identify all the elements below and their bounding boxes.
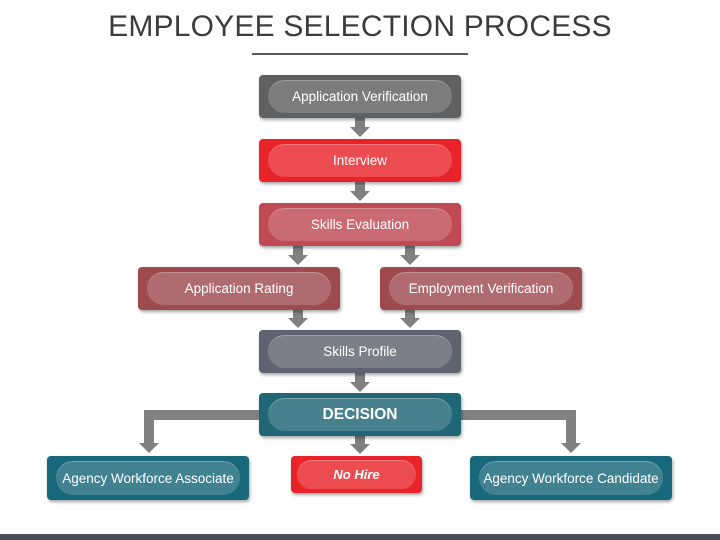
node-label: Skills Evaluation bbox=[310, 217, 410, 232]
node-label: Agency Workforce Associate bbox=[62, 470, 234, 486]
title-underline bbox=[252, 53, 468, 55]
arrow-application-rating-to-skills-profile bbox=[288, 310, 308, 328]
node-label: Agency Workforce Candidate bbox=[483, 470, 659, 486]
node-no-hire: No Hire bbox=[291, 456, 422, 493]
node-label: Employment Verification bbox=[408, 281, 554, 296]
arrow-decision-to-agency-workforce-candidate bbox=[460, 410, 581, 453]
node-application-rating: Application Rating bbox=[138, 267, 340, 310]
node-label: Interview bbox=[332, 153, 388, 168]
node-employment-verification: Employment Verification bbox=[380, 267, 582, 310]
node-skills-evaluation: Skills Evaluation bbox=[259, 203, 461, 246]
arrow-skills-evaluation-to-employment-verification bbox=[400, 246, 420, 265]
arrow-app-verification-to-interview bbox=[350, 118, 370, 137]
page-title: EMPLOYEE SELECTION PROCESS bbox=[108, 10, 612, 43]
node-agency-workforce-associate: Agency Workforce Associate bbox=[47, 456, 249, 500]
node-interview: Interview bbox=[259, 139, 461, 182]
node-label: Application Rating bbox=[184, 281, 294, 296]
arrow-employment-verification-to-skills-profile bbox=[400, 310, 420, 328]
node-skills-profile: Skills Profile bbox=[259, 330, 461, 373]
node-label: DECISION bbox=[322, 405, 398, 423]
footer-band bbox=[0, 534, 720, 540]
node-label: Skills Profile bbox=[323, 344, 397, 359]
node-decision: DECISION bbox=[259, 393, 461, 436]
node-application-verification: Application Verification bbox=[259, 75, 461, 118]
arrow-decision-to-agency-workforce-associate bbox=[139, 410, 260, 453]
arrow-skills-profile-to-decision bbox=[350, 373, 370, 392]
node-label: No Hire bbox=[333, 467, 380, 482]
node-agency-workforce-candidate: Agency Workforce Candidate bbox=[470, 456, 672, 500]
arrow-interview-to-skills-evaluation bbox=[350, 182, 370, 201]
node-label: Application Verification bbox=[292, 89, 428, 104]
arrow-decision-to-no-hire bbox=[350, 436, 370, 454]
arrow-skills-evaluation-to-application-rating bbox=[288, 246, 308, 265]
